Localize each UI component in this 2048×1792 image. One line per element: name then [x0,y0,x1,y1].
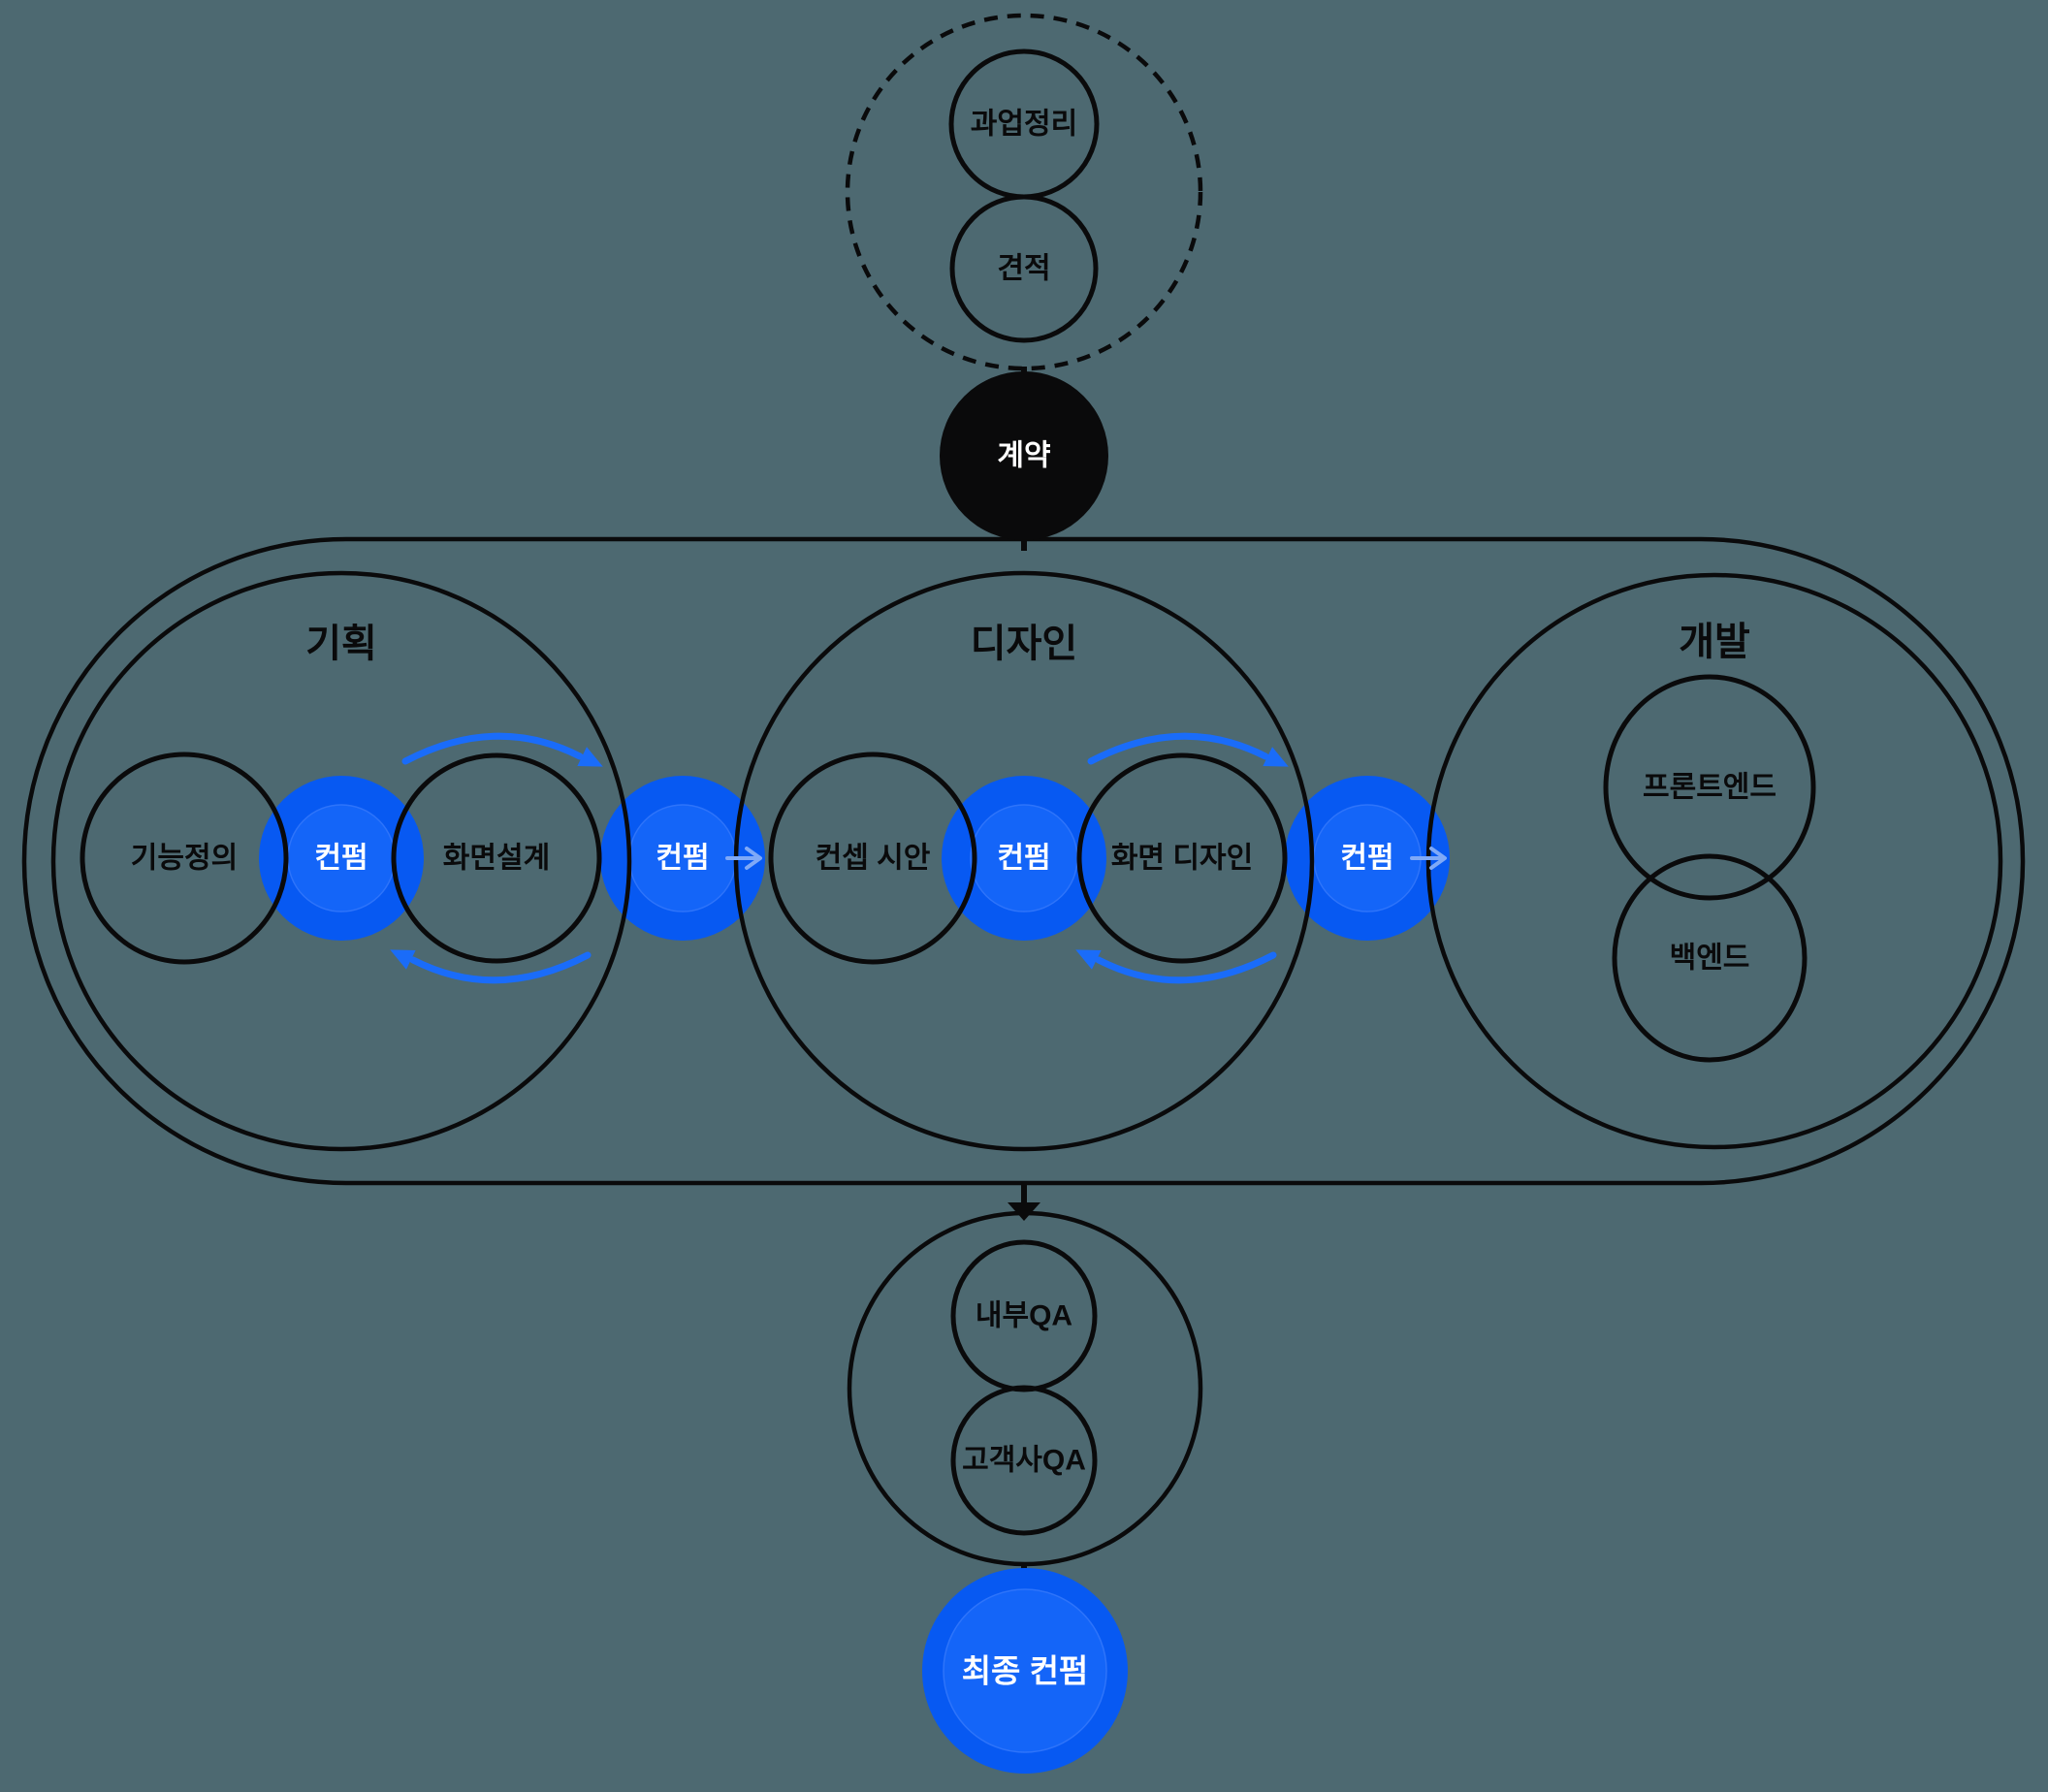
confirm-planning-label: 컨펌 [314,843,368,875]
pre-contract-group-circle [845,13,1203,371]
confirm-circle-design [942,776,1106,941]
screen-design-circle [1076,752,1288,964]
function-definition-label: 기능정의 [131,843,238,875]
client-qa-label: 고객사QA [962,1445,1086,1477]
wireframe-circle [391,752,602,964]
flow-arrow-bridge1 [725,847,762,870]
frontend-label: 프론트엔드 [1643,772,1776,804]
iterate-arrowhead-design-top [1263,747,1289,767]
iterate-arrowhead-design-bottom [1075,949,1102,970]
estimate-circle [949,194,1099,343]
concept-draft-circle [768,752,977,965]
iterate-arrowhead-planning-top [577,747,603,767]
frontend-circle [1603,674,1816,901]
contract-circle [940,371,1108,540]
internal-qa-label: 내부QA [976,1300,1072,1332]
dev-phase-circle [1425,572,2003,1150]
iterate-arc-design-bottom [1095,951,1277,984]
iterate-arc-design-top [1087,732,1269,765]
backend-circle [1612,853,1808,1063]
confirm-design-label: 컨펌 [997,843,1050,875]
final-confirm-label: 최종 컨펌 [962,1653,1089,1689]
planning-title: 기획 [305,623,377,665]
design-title: 디자인 [971,623,1077,665]
estimate-label: 견적 [997,253,1050,285]
function-definition-circle [80,752,289,965]
confirm-bridge2-label: 컨펌 [1340,843,1393,875]
flow-arrow-bridge2 [1410,847,1447,870]
iterate-arc-planning-top [401,732,584,765]
design-phase-circle [733,570,1315,1152]
task-organization-label: 과업정리 [971,109,1077,141]
backend-label: 백엔드 [1670,943,1750,975]
wireframe-label: 화면설계 [443,843,550,875]
final-confirm-circle [922,1568,1128,1774]
iterate-arc-planning-bottom [409,951,592,984]
client-qa-circle [950,1385,1098,1536]
concept-draft-label: 컨셉 시안 [816,843,931,875]
contract-label: 계약 [997,440,1050,472]
confirm-bridge1-label: 컨펌 [656,843,709,875]
planning-phase-circle [50,570,632,1152]
iterate-arrowhead-planning-bottom [390,949,416,970]
confirm-circle-planning [259,776,424,941]
final-confirm-circle-inner [943,1588,1107,1753]
confirm-circle-bridge1 [600,776,765,941]
screen-design-label: 화면 디자인 [1111,843,1253,875]
dev-title: 개발 [1679,621,1750,663]
